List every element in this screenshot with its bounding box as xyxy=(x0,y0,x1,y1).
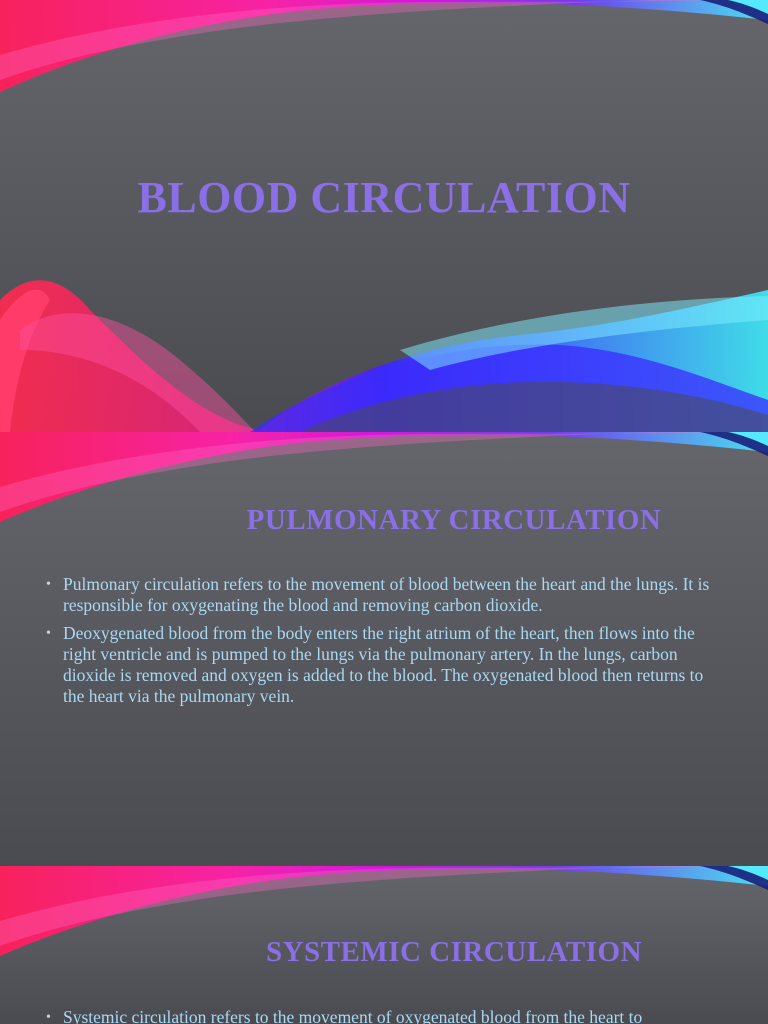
bullet-item: Systemic circulation refers to the movem… xyxy=(46,1007,726,1024)
slide-systemic: SYSTEMIC CIRCULATION Systemic circulatio… xyxy=(0,866,768,1024)
slide-title: BLOOD CIRCULATION xyxy=(0,0,768,432)
bullet-item: Deoxygenated blood from the body enters … xyxy=(46,623,726,707)
slide-heading: PULMONARY CIRCULATION xyxy=(246,504,662,536)
slide-heading: SYSTEMIC CIRCULATION xyxy=(265,936,643,968)
slide-pulmonary: PULMONARY CIRCULATION Pulmonary circulat… xyxy=(0,432,768,866)
bullet-list: Systemic circulation refers to the movem… xyxy=(46,1007,726,1024)
bullet-item: Pulmonary circulation refers to the move… xyxy=(46,574,726,616)
bullet-list: Pulmonary circulation refers to the move… xyxy=(46,574,726,714)
slide-title-heading: BLOOD CIRCULATION xyxy=(137,173,631,222)
